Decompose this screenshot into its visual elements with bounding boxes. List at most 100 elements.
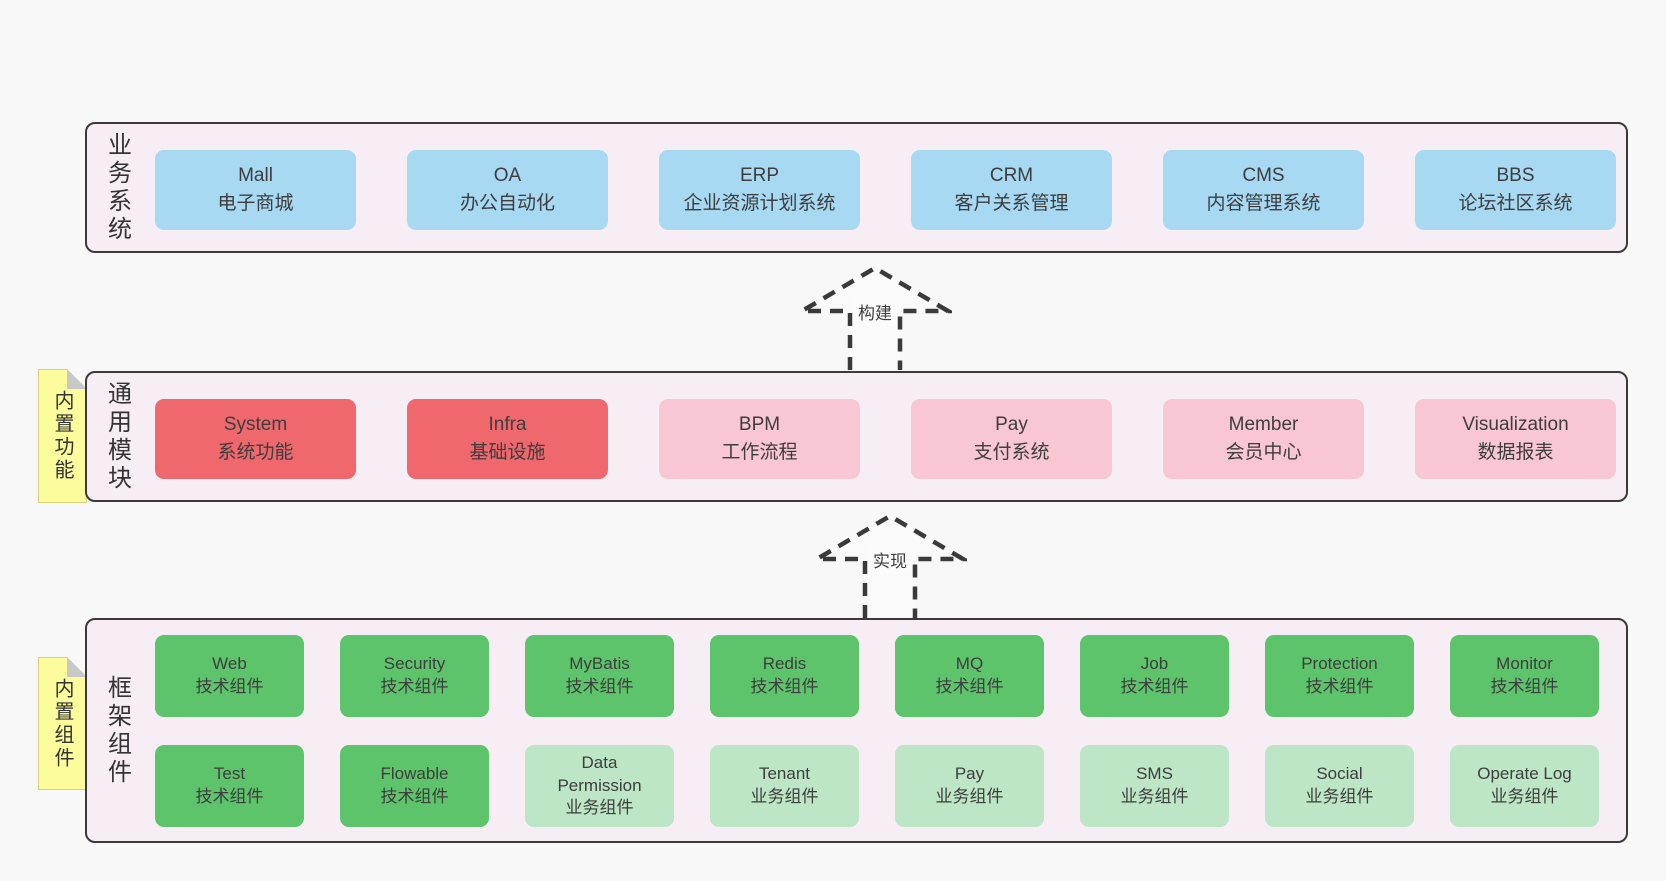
box-title: Flowable xyxy=(380,764,449,784)
box-job: Job 技术组件 xyxy=(1080,635,1229,717)
folded-corner-icon xyxy=(67,369,87,389)
box-title: Visualization xyxy=(1462,413,1569,435)
band-business-systems: 业务系统 Mall 电子商城 OA 办公自动化 ERP 企业资源计划系统 CRM… xyxy=(85,122,1628,253)
box-title: CMS xyxy=(1242,164,1285,186)
box-bbs: BBS 论坛社区系统 xyxy=(1415,150,1616,230)
sticky-note-label: 内置组件 xyxy=(51,677,73,770)
box-subtitle: 业务组件 xyxy=(750,787,819,806)
box-title: Redis xyxy=(762,654,807,674)
box-subtitle: 技术组件 xyxy=(1120,677,1189,696)
box-subtitle: 支付系统 xyxy=(973,442,1050,463)
box-redis: Redis 技术组件 xyxy=(710,635,859,717)
box-subtitle: 内容管理系统 xyxy=(1206,193,1321,214)
arrow-label: 构建 xyxy=(853,297,897,326)
box-subtitle: 技术组件 xyxy=(380,677,449,696)
box-title: Social xyxy=(1316,764,1363,784)
box-subtitle: 技术组件 xyxy=(935,677,1004,696)
band-framework-components: 框架组件 Web 技术组件 Security 技术组件 MyBatis 技术组件… xyxy=(85,618,1628,843)
box-title: Protection xyxy=(1301,654,1378,674)
box-title: Test xyxy=(213,764,246,784)
box-subtitle: 数据报表 xyxy=(1477,442,1554,463)
box-title: Job xyxy=(1140,654,1169,674)
box-subtitle: 工作流程 xyxy=(721,442,798,463)
box-mybatis: MyBatis 技术组件 xyxy=(525,635,674,717)
band-common-modules: 通用模块 System 系统功能 Infra 基础设施 BPM 工作流程 Pay… xyxy=(85,371,1628,502)
box-subtitle: 电子商城 xyxy=(217,193,294,214)
band-label: 通用模块 xyxy=(87,373,147,500)
sticky-note-builtin-features: 内置功能 xyxy=(38,369,87,503)
box-subtitle: 会员中心 xyxy=(1225,442,1302,463)
box-title: BBS xyxy=(1496,164,1535,186)
box-mq: MQ 技术组件 xyxy=(895,635,1044,717)
box-security: Security 技术组件 xyxy=(340,635,489,717)
box-test: Test 技术组件 xyxy=(155,745,304,827)
box-protection: Protection 技术组件 xyxy=(1265,635,1414,717)
band-label-text: 框架组件 xyxy=(103,674,131,787)
box-subtitle: 技术组件 xyxy=(195,787,264,806)
band-label-text: 业务系统 xyxy=(103,131,131,244)
box-tenant: Tenant 业务组件 xyxy=(710,745,859,827)
box-data-permission: Data Permission 业务组件 xyxy=(525,745,674,827)
box-subtitle: 企业资源计划系统 xyxy=(683,193,836,214)
box-sms: SMS 业务组件 xyxy=(1080,745,1229,827)
box-operate-log: Operate Log 业务组件 xyxy=(1450,745,1599,827)
box-title: MyBatis xyxy=(569,654,630,674)
box-bpm: BPM 工作流程 xyxy=(659,399,860,479)
box-mall: Mall 电子商城 xyxy=(155,150,356,230)
box-infra: Infra 基础设施 xyxy=(407,399,608,479)
box-title: Data Permission xyxy=(557,752,642,795)
box-title: Web xyxy=(212,654,247,674)
box-member: Member 会员中心 xyxy=(1163,399,1364,479)
box-subtitle: 业务组件 xyxy=(1120,787,1189,806)
band-label: 框架组件 xyxy=(87,620,147,841)
box-subtitle: 业务组件 xyxy=(1305,787,1374,806)
box-subtitle: 论坛社区系统 xyxy=(1458,193,1573,214)
box-title: Mall xyxy=(238,164,273,186)
box-title: Security xyxy=(383,654,446,674)
box-system: System 系统功能 xyxy=(155,399,356,479)
box-crm: CRM 客户关系管理 xyxy=(911,150,1112,230)
box-social: Social 业务组件 xyxy=(1265,745,1414,827)
box-subtitle: 基础设施 xyxy=(469,442,546,463)
box-title: ERP xyxy=(739,164,780,186)
box-subtitle: 技术组件 xyxy=(1305,677,1374,696)
arrow-implement: 实现 xyxy=(813,512,967,618)
box-title: MQ xyxy=(955,654,984,674)
band-label: 业务系统 xyxy=(87,124,147,251)
box-subtitle: 客户关系管理 xyxy=(954,193,1069,214)
box-visualization: Visualization 数据报表 xyxy=(1415,399,1616,479)
box-title: Monitor xyxy=(1496,654,1553,674)
box-title: Pay xyxy=(995,413,1028,435)
box-pay: Pay 支付系统 xyxy=(911,399,1112,479)
band-label-text: 通用模块 xyxy=(103,380,131,493)
box-title: CRM xyxy=(989,164,1034,186)
box-flowable: Flowable 技术组件 xyxy=(340,745,489,827)
box-subtitle: 业务组件 xyxy=(565,798,634,818)
arrow-label: 实现 xyxy=(868,545,912,574)
box-subtitle: 办公自动化 xyxy=(459,193,555,214)
box-subtitle: 业务组件 xyxy=(1490,787,1559,806)
box-pay-business: Pay 业务组件 xyxy=(895,745,1044,827)
box-title: Member xyxy=(1228,413,1299,435)
box-title: Tenant xyxy=(758,764,811,784)
box-web: Web 技术组件 xyxy=(155,635,304,717)
folded-corner-icon xyxy=(67,657,87,677)
box-subtitle: 系统功能 xyxy=(217,442,294,463)
box-title: OA xyxy=(493,164,522,186)
box-subtitle: 技术组件 xyxy=(380,787,449,806)
box-title: System xyxy=(223,413,288,435)
box-title: SMS xyxy=(1136,764,1173,784)
box-title: Pay xyxy=(954,764,985,784)
box-title: Operate Log xyxy=(1477,764,1572,784)
box-subtitle: 技术组件 xyxy=(1490,677,1559,696)
box-title: BPM xyxy=(738,413,781,435)
arrow-build: 构建 xyxy=(798,264,952,370)
box-oa: OA 办公自动化 xyxy=(407,150,608,230)
box-subtitle: 技术组件 xyxy=(195,677,264,696)
box-title: Infra xyxy=(488,413,527,435)
box-subtitle: 技术组件 xyxy=(565,677,634,696)
box-erp: ERP 企业资源计划系统 xyxy=(659,150,860,230)
box-subtitle: 技术组件 xyxy=(750,677,819,696)
box-subtitle: 业务组件 xyxy=(935,787,1004,806)
